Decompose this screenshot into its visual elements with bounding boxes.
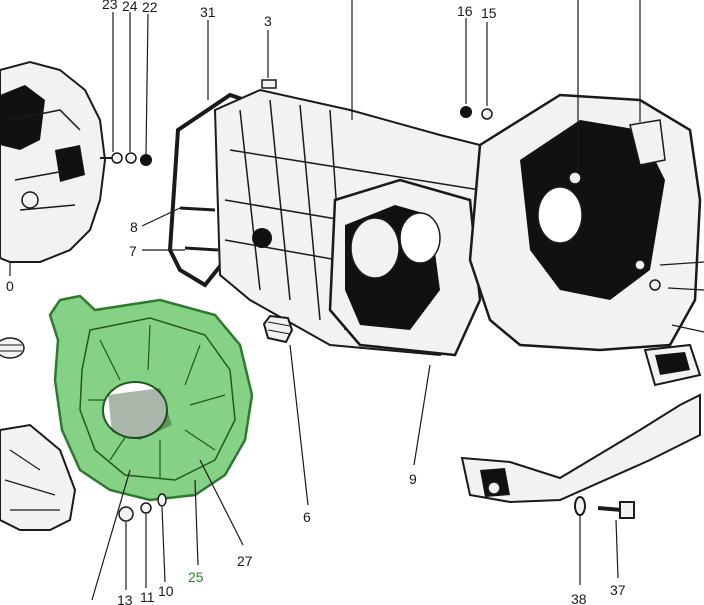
washers-15-16 bbox=[460, 106, 493, 120]
washer-38 bbox=[574, 496, 586, 516]
callout-8: 8 bbox=[130, 219, 138, 235]
callout-7: 7 bbox=[129, 243, 137, 259]
callout-15: 15 bbox=[481, 5, 497, 21]
callout-23: 23 bbox=[102, 0, 118, 12]
fastener-group-22-24 bbox=[100, 152, 152, 166]
callout-24: 24 bbox=[122, 0, 138, 14]
callout-25: 25 bbox=[188, 569, 204, 585]
callout-3: 3 bbox=[264, 13, 272, 29]
small-parts-10-13 bbox=[118, 493, 167, 522]
bolt-37 bbox=[597, 501, 635, 519]
callout-6: 6 bbox=[303, 509, 311, 525]
callout-22: 22 bbox=[142, 0, 158, 15]
leader-lines bbox=[9, 0, 704, 601]
bell-housing bbox=[468, 93, 702, 352]
cover-plate-25 bbox=[48, 294, 254, 502]
callout-10: 10 bbox=[158, 583, 174, 599]
left-housing bbox=[0, 60, 107, 263]
callout-37: 37 bbox=[610, 582, 626, 598]
fitting-left bbox=[0, 337, 25, 359]
mount-bracket bbox=[460, 343, 702, 504]
callout-38: 38 bbox=[571, 591, 587, 605]
callout-16: 16 bbox=[457, 3, 473, 19]
callout-31: 31 bbox=[200, 4, 216, 20]
dome-cover bbox=[0, 423, 77, 531]
callout-0: 0 bbox=[6, 278, 14, 294]
main-housing bbox=[167, 79, 502, 357]
bushing-6 bbox=[262, 314, 294, 344]
callout-27: 27 bbox=[237, 553, 253, 569]
callout-13: 13 bbox=[117, 592, 133, 605]
callout-9: 9 bbox=[409, 471, 417, 487]
callout-labels: 23 24 22 31 3 16 15 8 7 6 9 27 25 13 11 … bbox=[6, 0, 626, 605]
callout-11: 11 bbox=[140, 589, 155, 605]
